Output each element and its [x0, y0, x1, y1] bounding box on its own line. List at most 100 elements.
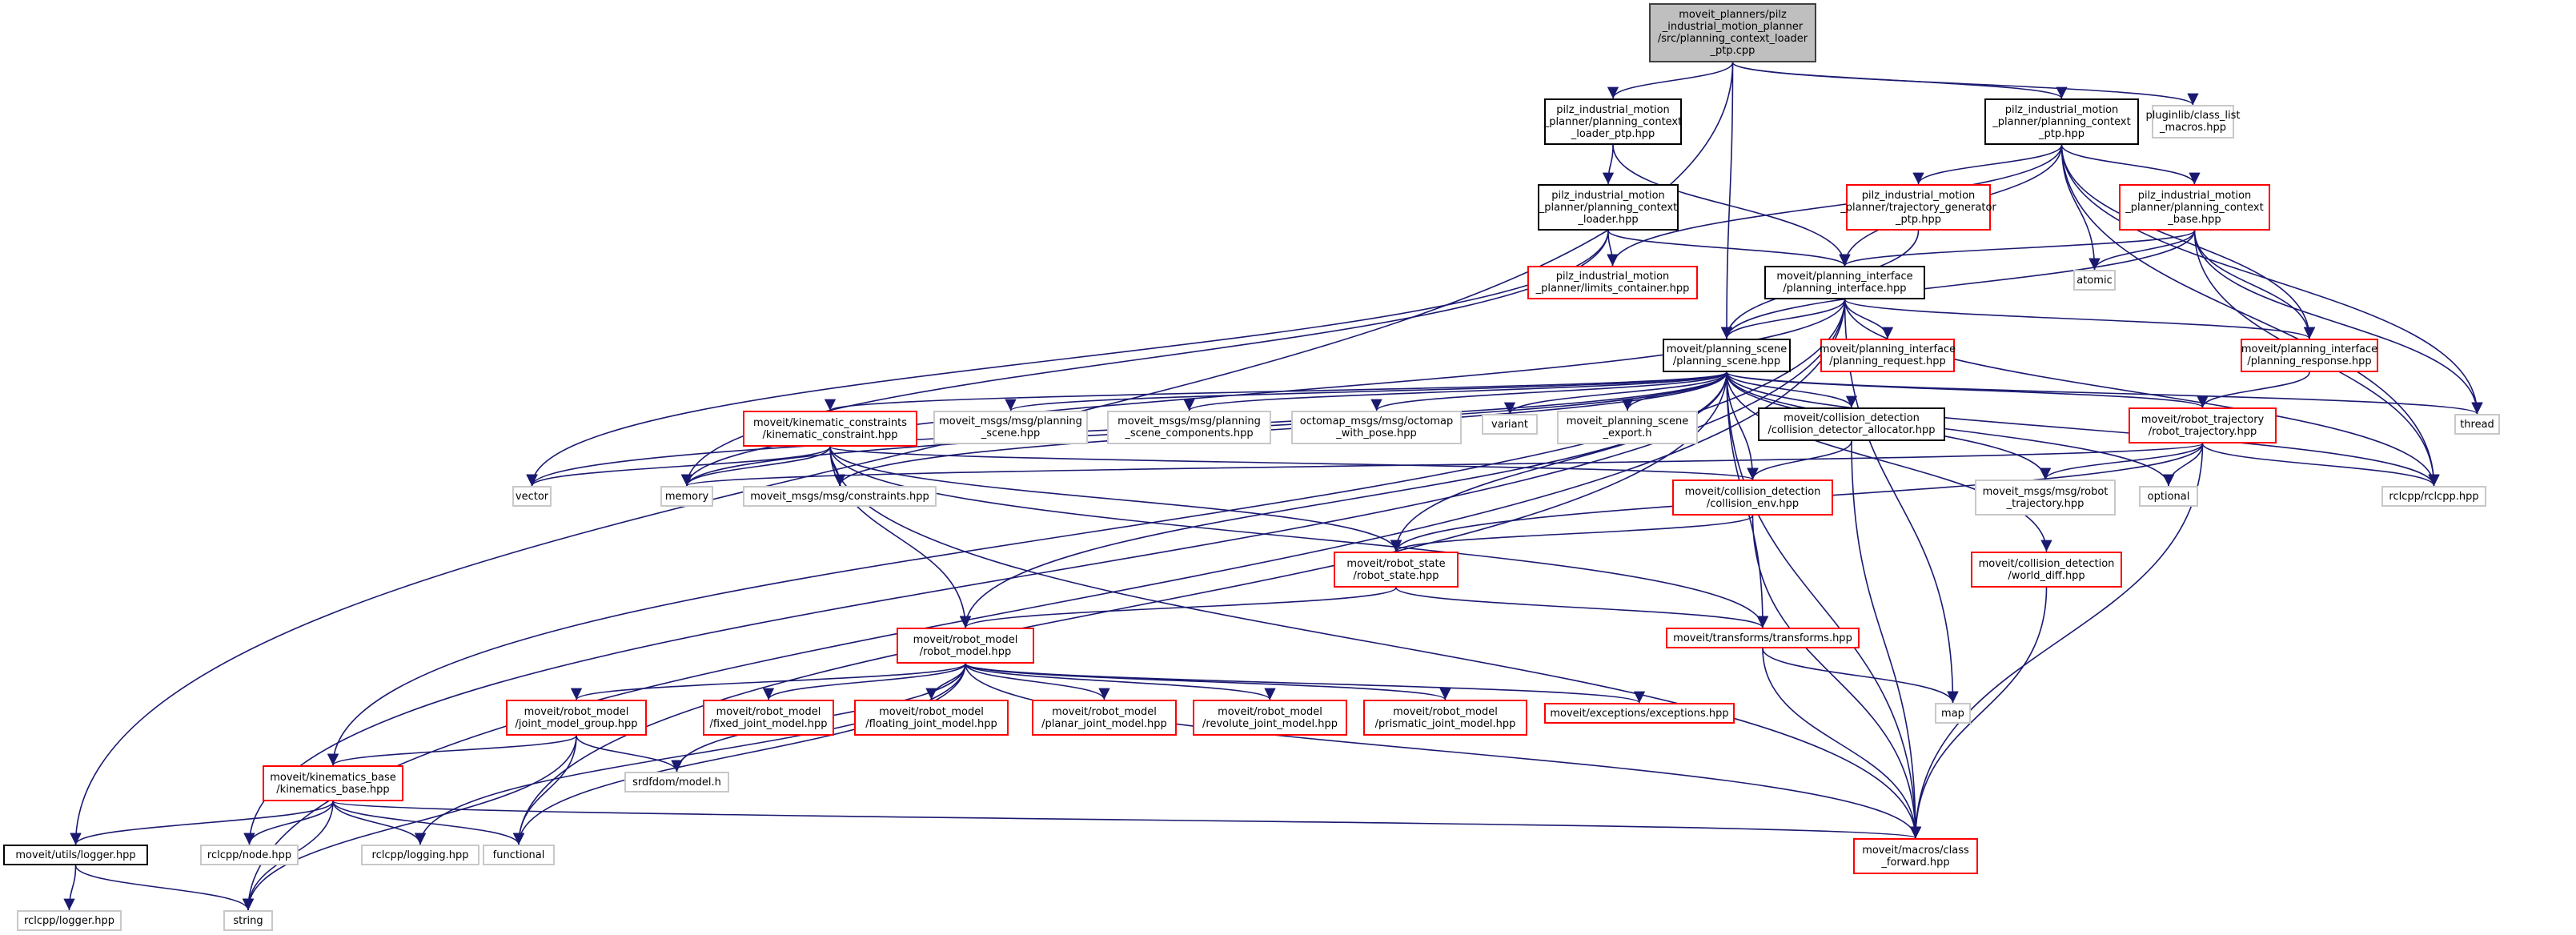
dependency-edge-rs-to-tf	[1395, 587, 1768, 628]
include-node[interactable]: moveit/robot_model /floating_joint_model…	[854, 700, 1009, 736]
dependency-edge-pcptp-to-presp	[2060, 144, 2316, 339]
dependency-edge-pcbase-to-pi	[1839, 230, 2196, 267]
include-node[interactable]: moveit/transforms/transforms.hpp	[1666, 628, 1860, 648]
include-node: octomap_msgs/msg/octomap _with_pose.hpp	[1291, 411, 1462, 444]
include-node[interactable]: moveit/collision_detection /collision_en…	[1672, 480, 1833, 516]
dependency-edge-kc-to-cenv	[829, 446, 1758, 480]
include-node[interactable]: moveit/kinematics_base /kinematics_base.…	[263, 765, 403, 801]
include-node[interactable]: pilz_industrial_motion _planner/planning…	[1538, 184, 1679, 231]
include-node[interactable]: moveit/robot_model /fixed_joint_model.hp…	[703, 700, 834, 736]
dependency-edge-pcptp-to-atomic	[2060, 144, 2101, 271]
dependency-edge-kb-to-logging	[332, 801, 427, 845]
dependency-edge-rt-to-mmrt	[2039, 443, 2204, 480]
include-node[interactable]: moveit/robot_model /planar_joint_model.h…	[1032, 700, 1177, 736]
dependency-edge-rm-to-fjm	[762, 663, 966, 700]
include-node[interactable]: moveit/robot_model /joint_model_group.hp…	[506, 700, 647, 736]
dependency-edge-presp-to-rt	[2197, 371, 2310, 408]
include-node: moveit_msgs/msg/planning _scene.hpp	[933, 411, 1088, 444]
include-node[interactable]: pilz_industrial_motion _planner/planning…	[1544, 98, 1682, 145]
include-node[interactable]: moveit/robot_model /prismatic_joint_mode…	[1363, 700, 1527, 736]
dependency-edge-cenv-to-cf	[1751, 515, 1922, 839]
dependency-edge-pcptp-to-pcbase	[2060, 144, 2201, 185]
include-node: variant	[1482, 414, 1538, 435]
dependency-edge-pcbase-to-thread	[2193, 230, 2483, 415]
dependency-edge-pcptp-to-thread	[2060, 144, 2483, 415]
include-node[interactable]: pilz_industrial_motion _planner/planning…	[2119, 184, 2270, 231]
include-node: moveit_msgs/msg/planning _scene_componen…	[1107, 411, 1271, 444]
dependency-edge-cda-to-cenv	[1747, 440, 1852, 480]
dependency-edge-tf-to-cf	[1762, 648, 1922, 839]
dependency-edge-rt-to-memory	[681, 443, 2204, 487]
dependency-edge-ps-to-rs	[1390, 371, 1727, 552]
dependency-edge-rs-to-rm	[960, 587, 1397, 628]
dependency-edge-pcl-to-vector	[526, 230, 1609, 487]
dependency-edge-logger-to-rcllogger	[63, 865, 77, 911]
include-node: srdfdom/model.h	[624, 772, 729, 793]
dependency-edge-pcbase-to-atomic	[2088, 230, 2196, 271]
include-node: pluginlib/class_list _macros.hpp	[2146, 105, 2240, 138]
include-node: string	[223, 910, 273, 931]
dependency-edge-pcptp-to-limits	[1607, 144, 2063, 267]
dependency-edge-kb-to-logger	[70, 801, 334, 845]
dependency-edge-cenv-to-rs	[1390, 515, 1754, 552]
include-node[interactable]: moveit/planning_interface /planning_resp…	[2241, 339, 2378, 372]
include-node[interactable]: moveit/robot_state /robot_state.hpp	[1334, 552, 1459, 588]
include-node: atomic	[2073, 270, 2116, 291]
include-node[interactable]: moveit/exceptions/exceptions.hpp	[1544, 703, 1735, 724]
dependency-edge-kc-to-rs	[829, 446, 1402, 552]
dependency-edge-ps-to-cda	[1726, 371, 1858, 408]
include-node[interactable]: moveit/planning_interface /planning_requ…	[1820, 339, 1956, 372]
include-node[interactable]: pilz_industrial_motion _planner/planning…	[1984, 98, 2139, 145]
dependency-edge-root-to-pclptp	[1607, 62, 1734, 99]
include-node[interactable]: moveit/planning_scene /planning_scene.hp…	[1663, 339, 1791, 372]
include-node: optional	[2139, 486, 2198, 507]
dependency-edge-pcptp-to-tgptp	[1912, 144, 2063, 185]
include-node[interactable]: moveit/collision_detection /collision_de…	[1758, 407, 1945, 441]
dependency-edge-ps-to-mmpsc	[1183, 371, 1727, 411]
include-node[interactable]: moveit/collision_detection /world_diff.h…	[1971, 552, 2122, 588]
dependency-edge-ps-to-rclcpp	[1726, 371, 2440, 487]
include-node: rclcpp/rclcpp.hpp	[2381, 486, 2486, 507]
dependency-edge-pi-to-presp	[1844, 299, 2315, 339]
include-node: map	[1935, 703, 1971, 724]
include-node: moveit_planning_scene _export.h	[1557, 411, 1698, 444]
dependency-edge-cda-to-cf	[1851, 440, 1922, 839]
include-node: rclcpp/logging.hpp	[361, 845, 479, 865]
dependency-edge-jmg-to-kb	[327, 735, 577, 766]
include-node: rclcpp/node.hpp	[200, 845, 299, 865]
dependency-edge-rm-to-pjm	[965, 663, 1110, 700]
include-node: functional	[483, 845, 555, 865]
dependency-edge-rm-to-exc	[965, 663, 1645, 704]
dependency-edge-pi-to-preq	[1844, 299, 1894, 339]
dependency-edge-rm-to-rjm	[965, 663, 1276, 700]
dependency-edge-ps-to-constraints	[834, 371, 1727, 487]
include-node[interactable]: moveit/robot_trajectory /robot_trajector…	[2129, 407, 2277, 443]
include-node: thread	[2454, 414, 2500, 435]
dependency-edge-rm-to-logging	[414, 663, 966, 845]
dependency-edge-pcbase-to-presp	[2193, 230, 2316, 339]
dependency-edge-pclptp-to-pi	[1612, 144, 1851, 267]
include-node[interactable]: pilz_industrial_motion _planner/limits_c…	[1527, 266, 1698, 299]
include-node[interactable]: moveit/kinematic_constraints /kinematic_…	[743, 411, 917, 447]
dependency-edge-pclptp-to-pcl	[1602, 144, 1615, 185]
include-node[interactable]: pilz_industrial_motion _planner/trajecto…	[1840, 184, 1996, 231]
dependency-edge-ps-to-functional	[512, 371, 1727, 845]
include-node[interactable]: moveit/macros/class _forward.hpp	[1853, 838, 1978, 874]
dependency-edge-jmg-to-srdf	[576, 735, 683, 772]
dependency-edge-tf-to-map	[1762, 648, 1959, 704]
include-node[interactable]: moveit/robot_model /robot_model.hpp	[897, 628, 1034, 664]
include-node: moveit_msgs/msg/constraints.hpp	[743, 486, 937, 507]
root-file-node[interactable]: moveit_planners/pilz _industrial_motion_…	[1649, 3, 1816, 62]
dependency-edge-pcptp-to-rclcpp	[2060, 144, 2440, 487]
dependency-edge-rm-to-functional	[512, 663, 966, 845]
include-node: memory	[660, 486, 713, 507]
dependency-edge-ps-to-optional	[1726, 371, 2175, 487]
dependency-edge-ps-to-kc	[825, 371, 1727, 411]
include-node[interactable]: moveit/planning_interface /planning_inte…	[1764, 266, 1925, 299]
include-node[interactable]: moveit/utils/logger.hpp	[3, 845, 148, 865]
dependency-edge-kb-to-functional	[332, 801, 525, 845]
dependency-edge-pi-to-node	[243, 299, 1846, 845]
dependency-edge-ps-to-cenv	[1726, 371, 1759, 480]
include-node[interactable]: moveit/robot_model /revolute_joint_model…	[1193, 700, 1347, 736]
